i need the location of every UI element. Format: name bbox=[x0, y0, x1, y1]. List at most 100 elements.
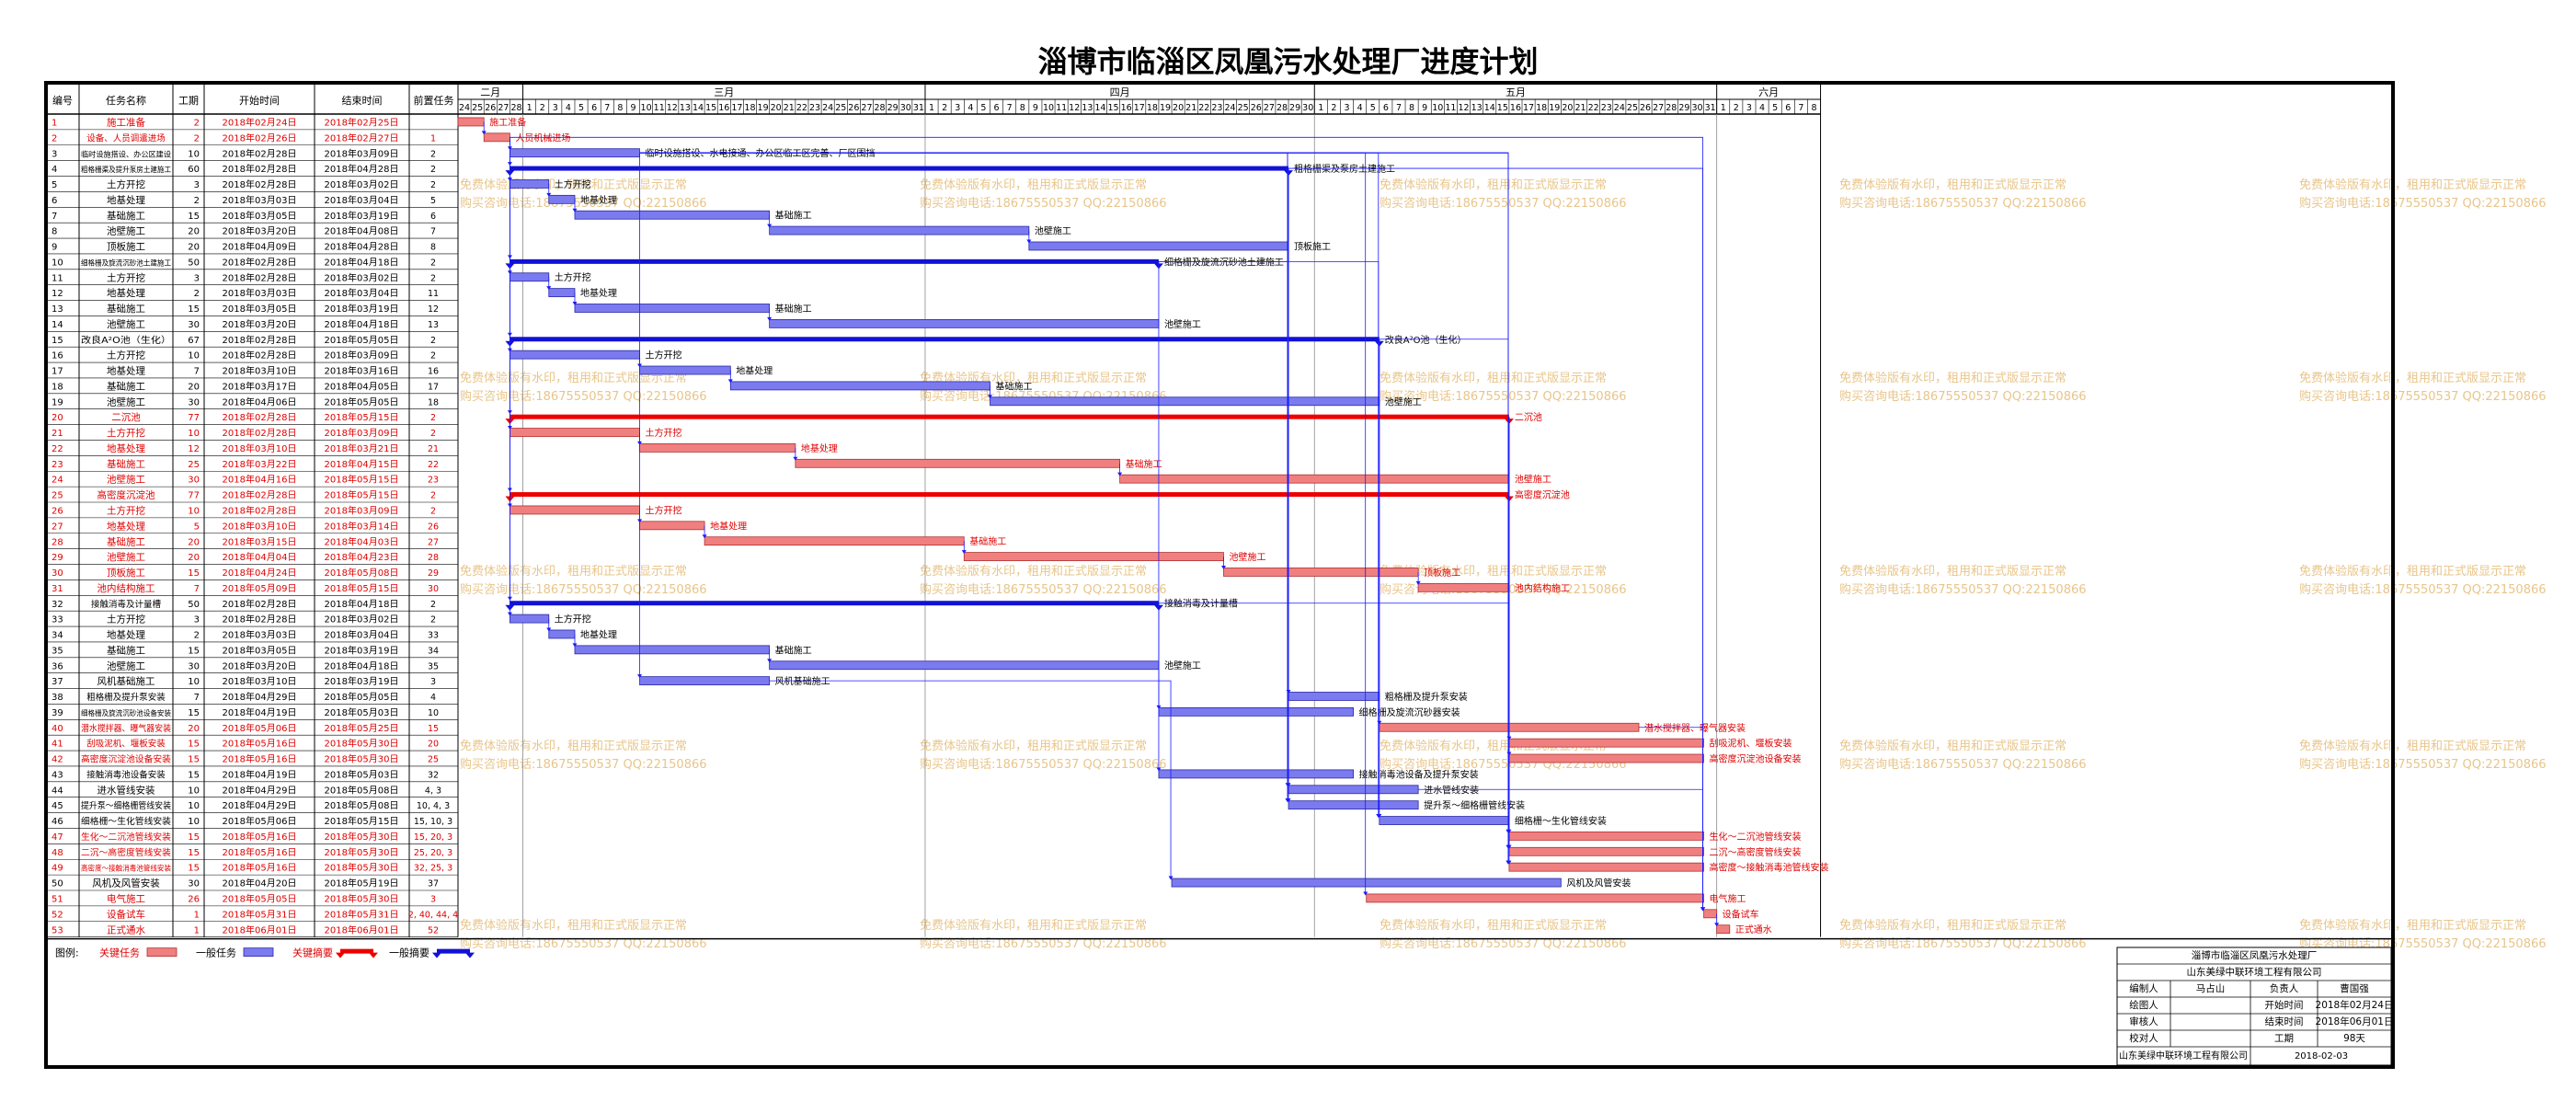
outer-border bbox=[44, 81, 2395, 1069]
cell-start: 2018年02月28日 bbox=[223, 614, 297, 625]
day-label: 16 bbox=[718, 103, 729, 113]
summary-bar bbox=[509, 414, 1509, 419]
cell-pred: 34 bbox=[428, 646, 439, 656]
cell-start: 2018年04月16日 bbox=[223, 474, 297, 486]
cell-id: 22 bbox=[52, 444, 63, 454]
cell-end: 2018年03月04日 bbox=[325, 287, 399, 299]
cell-name: 地基处理 bbox=[107, 629, 145, 641]
watermark-text: 免费体验版有水印，租用和正式版显示正常 bbox=[1839, 918, 2067, 933]
day-label: 8 bbox=[617, 103, 623, 113]
cell-name: 接触消毒及计量槽 bbox=[91, 599, 162, 610]
day-label: 7 bbox=[1007, 103, 1013, 113]
cell-pred: 2 bbox=[430, 491, 436, 501]
cell-end: 2018年04月18日 bbox=[325, 256, 399, 268]
bar-label: 正式通水 bbox=[1735, 924, 1772, 935]
cell-id: 18 bbox=[52, 382, 63, 392]
bar-label: 地基处理 bbox=[736, 365, 773, 377]
cell-end: 2018年03月14日 bbox=[325, 520, 399, 532]
cell-days: 5 bbox=[194, 522, 200, 532]
cell-end: 2018年05月08日 bbox=[325, 784, 399, 796]
watermark-text: 购买咨询电话:18675550537 QQ:22150866 bbox=[1380, 196, 1627, 211]
cell-days: 15 bbox=[188, 708, 200, 718]
task-bar bbox=[509, 350, 640, 360]
cell-id: 7 bbox=[52, 212, 57, 222]
cell-start: 2018年05月06日 bbox=[223, 815, 297, 827]
bar-label: 基础施工 bbox=[1126, 458, 1162, 470]
day-label: 1 bbox=[1721, 103, 1726, 113]
cell-days: 30 bbox=[188, 397, 200, 407]
day-label: 30 bbox=[1302, 103, 1313, 113]
dependency-arrow bbox=[572, 208, 578, 212]
bar-label: 池壁施工 bbox=[1035, 225, 1071, 237]
cell-pred: 21 bbox=[428, 444, 439, 454]
cell-pred: 4, 3 bbox=[425, 786, 441, 796]
info-box-border bbox=[2116, 947, 2392, 1066]
dependency-arrow bbox=[546, 286, 552, 291]
cell-pred: 2 bbox=[430, 149, 436, 159]
day-label: 27 bbox=[1264, 103, 1275, 113]
day-label: 18 bbox=[744, 103, 755, 113]
cell-days: 7 bbox=[194, 693, 200, 703]
cell-end: 2018年05月30日 bbox=[325, 846, 399, 858]
bar-label: 基础施工 bbox=[969, 535, 1006, 547]
cell-start: 2018年05月31日 bbox=[223, 908, 297, 920]
cell-end: 2018年02月25日 bbox=[325, 117, 399, 129]
watermark-text: 免费体验版有水印，租用和正式版显示正常 bbox=[920, 564, 1147, 579]
day-label: 28 bbox=[875, 103, 886, 113]
cell-id: 1 bbox=[52, 119, 57, 129]
watermark-text: 购买咨询电话:18675550537 QQ:22150866 bbox=[1839, 582, 2087, 597]
cell-days: 30 bbox=[188, 320, 200, 330]
day-label: 5 bbox=[980, 103, 986, 113]
cell-id: 41 bbox=[52, 740, 63, 750]
cell-days: 15 bbox=[188, 755, 200, 765]
dependency-arrow bbox=[481, 131, 487, 135]
cell-days: 20 bbox=[188, 227, 200, 237]
cell-end: 2018年04月28日 bbox=[325, 163, 399, 175]
day-label: 1 bbox=[1318, 103, 1323, 113]
task-bar bbox=[1508, 846, 1704, 856]
cell-name: 设备试车 bbox=[107, 908, 145, 920]
watermark-text: 免费体验版有水印，租用和正式版显示正常 bbox=[460, 371, 687, 385]
day-label: 1 bbox=[929, 103, 934, 113]
day-label: 26 bbox=[1640, 103, 1651, 113]
cell-pred: 2 bbox=[430, 615, 436, 625]
gantt-bars: 施工准备人员机械进场临时设施搭设、水电接通、办公区临工区完善、厂区围挡粗格栅渠及… bbox=[457, 116, 1829, 935]
cell-start: 2018年02月28日 bbox=[223, 271, 297, 283]
bar-label: 临时设施搭设、水电接通、办公区临工区完善、厂区围挡 bbox=[646, 147, 876, 159]
cell-start: 2018年05月16日 bbox=[223, 831, 297, 843]
cell-id: 39 bbox=[52, 708, 63, 718]
bar-label: 池壁施工 bbox=[1164, 318, 1201, 330]
cell-end: 2018年03月04日 bbox=[325, 629, 399, 641]
watermark-text: 购买咨询电话:18675550537 QQ:22150866 bbox=[920, 196, 1167, 211]
bar-label: 池壁施工 bbox=[1385, 396, 1422, 407]
cell-pred: 20 bbox=[428, 740, 439, 750]
cell-name: 地基处理 bbox=[107, 520, 145, 532]
cell-pred: 37 bbox=[428, 879, 439, 889]
day-label: 29 bbox=[1678, 103, 1689, 113]
cell-days: 10 bbox=[188, 786, 200, 796]
cell-end: 2018年04月23日 bbox=[325, 551, 399, 563]
legend-label: 关键任务 bbox=[99, 947, 140, 959]
dependency-arrow bbox=[1117, 472, 1123, 476]
bar-label: 地基处理 bbox=[580, 628, 617, 640]
task-bar bbox=[639, 521, 705, 531]
day-label: 12 bbox=[1069, 103, 1080, 113]
legend-swatch-marker bbox=[336, 952, 345, 958]
cell-pred: 4 bbox=[430, 693, 436, 703]
dependency-link bbox=[1288, 167, 1703, 911]
cell-days: 15 bbox=[188, 832, 200, 843]
cell-name: 细格栅及旋流沉砂池土建施工 bbox=[81, 258, 171, 267]
cell-name: 土方开挖 bbox=[107, 350, 145, 361]
cell-id: 28 bbox=[52, 537, 63, 547]
cell-pred: 35 bbox=[428, 661, 439, 671]
info-cell: 2018年06月01日 bbox=[2316, 1015, 2394, 1027]
cell-days: 10 bbox=[188, 817, 200, 827]
cell-pred: 2 bbox=[430, 180, 436, 190]
cell-pred: 2 bbox=[430, 273, 436, 283]
column-header: 任务名称 bbox=[106, 94, 146, 107]
cell-start: 2018年05月09日 bbox=[223, 582, 297, 594]
info-cell: 编制人 bbox=[2129, 982, 2158, 994]
cell-days: 10 bbox=[188, 149, 200, 159]
dependency-arrow bbox=[793, 456, 798, 461]
